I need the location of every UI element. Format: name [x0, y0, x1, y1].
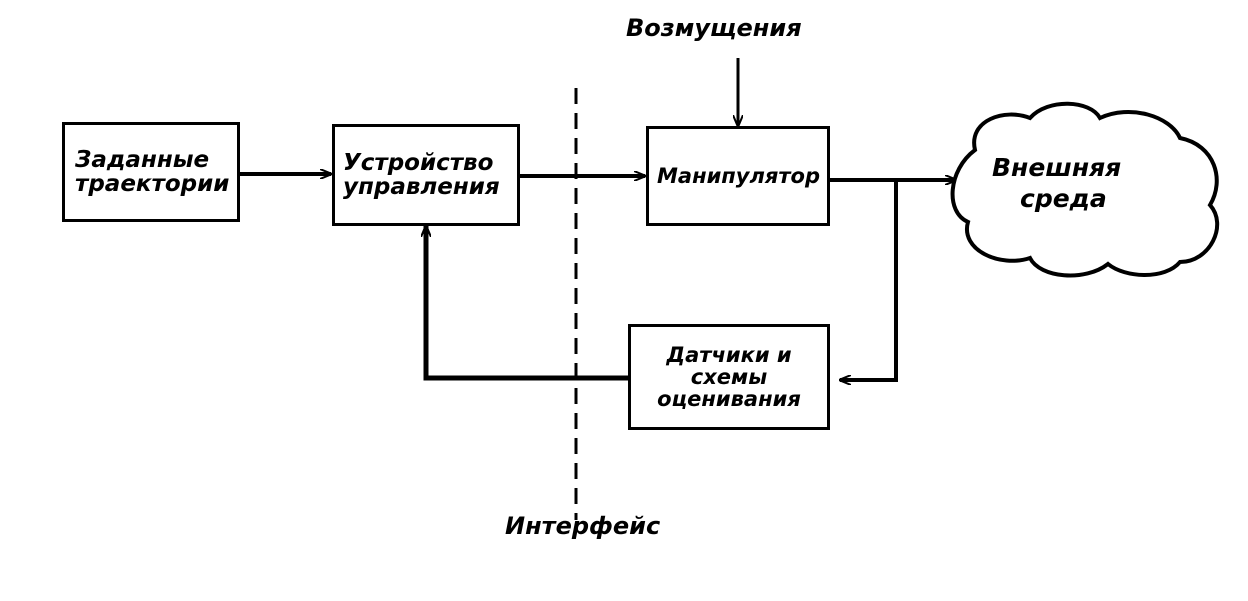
- environment-line-1: Внешняя: [992, 153, 1122, 182]
- sensors-block: Датчики и схемы оценивания: [628, 324, 830, 430]
- controller-line-1: Устройство: [343, 149, 494, 176]
- trajectories-line-1: Заданные: [75, 146, 210, 173]
- controller-line-2: управления: [343, 174, 500, 200]
- environment-label: Внешняя среда: [992, 152, 1121, 215]
- interface-label: Интерфейс: [505, 512, 661, 540]
- disturbances-label: Возмущения: [626, 14, 802, 42]
- environment-cloud-shape: [950, 101, 1220, 278]
- trajectories-line-2: траектории: [75, 171, 230, 197]
- manipulator-block: Манипулятор: [646, 126, 830, 226]
- controller-block: Устройство управления: [332, 124, 520, 226]
- arrow-manipulator-to-sensors: [840, 180, 898, 380]
- sensors-line-2: схемы: [690, 364, 768, 389]
- trajectories-block: Заданные траектории: [62, 122, 240, 222]
- environment-line-2: среда: [1020, 184, 1107, 214]
- sensors-line-3: оценивания: [657, 387, 801, 412]
- arrow-sensors-to-controller: [426, 226, 630, 381]
- manipulator-line-1: Манипулятор: [657, 163, 820, 188]
- sensors-line-1: Датчики и: [666, 342, 792, 367]
